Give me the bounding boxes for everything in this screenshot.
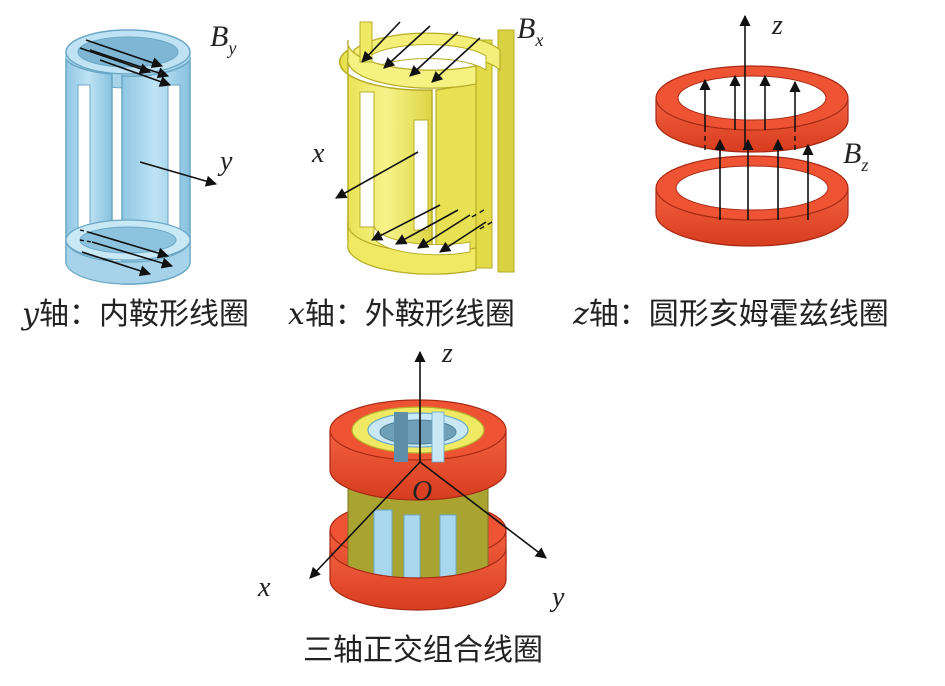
x-axis-label: x [311, 138, 325, 169]
combined-origin-label: O [412, 476, 432, 507]
z-axis-label: z [771, 10, 783, 41]
combined-y-label: y [549, 582, 565, 613]
x-saddle-coil [338, 21, 515, 275]
z-coil-caption: z轴：圆形亥姆霍兹线圈 [573, 297, 889, 332]
y-field-dashes [79, 229, 93, 243]
x-field-arrows [335, 21, 487, 253]
combined-x-label: x [257, 572, 271, 603]
y-axis-label: y [217, 146, 233, 177]
y-coil-caption: y轴：内鞍形线圈 [22, 297, 249, 332]
y-saddle-coil [65, 29, 191, 285]
z-helmholtz-coil [655, 65, 849, 247]
z-field-dashes [704, 130, 796, 150]
y-field-label: By [210, 20, 236, 58]
combined-caption: 三轴正交组合线圈 [303, 633, 543, 668]
combined-z-label: z [441, 338, 453, 369]
x-coil-caption: x轴：外鞍形线圈 [288, 297, 515, 332]
z-field-label: Bz [843, 137, 868, 175]
y-field-arrows [79, 39, 218, 277]
x-field-label: Bx [517, 12, 543, 50]
combined-coil-assembly [329, 399, 507, 611]
combined-axes [309, 350, 547, 579]
z-field-arrows [699, 14, 814, 220]
x-field-dashes [469, 209, 493, 231]
